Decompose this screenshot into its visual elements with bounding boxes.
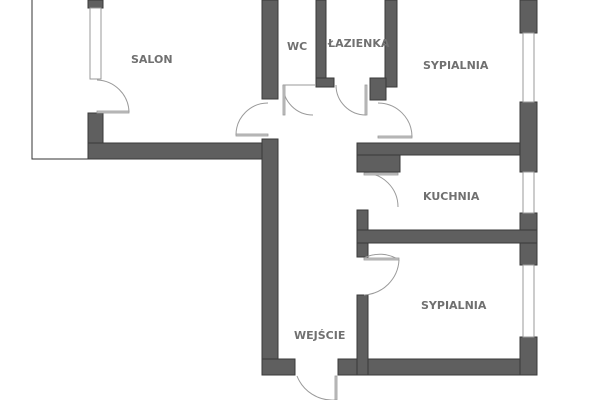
balcony-outline (31, 0, 88, 160)
walls (87, 0, 538, 376)
windows (89, 7, 535, 338)
room-label-kuchnia: KUCHNIA (423, 190, 480, 203)
doors (96, 79, 413, 400)
room-label-sypialnia-1: SYPIALNIA (423, 59, 489, 72)
room-label-wejscie: WEJŚCIE (294, 329, 346, 342)
room-label-wc: WC (287, 40, 308, 53)
room-label-salon: SALON (131, 53, 173, 66)
room-label-sypialnia-2: SYPIALNIA (421, 299, 487, 312)
room-label-lazienka: ŁAZIENKA (328, 37, 390, 50)
